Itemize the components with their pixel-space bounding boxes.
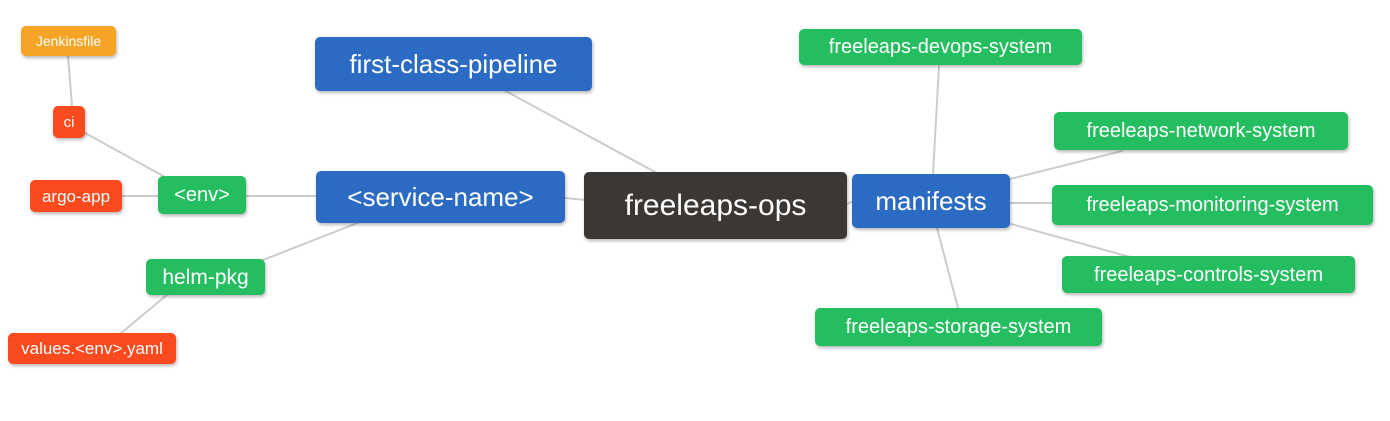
node-freeleaps-storage-system[interactable]: freeleaps-storage-system: [815, 308, 1102, 346]
edge-values-helm-pkg: [119, 293, 169, 335]
edge-manifests-network: [1009, 150, 1123, 180]
node-freeleaps-devops-system[interactable]: freeleaps-devops-system: [799, 29, 1082, 65]
node-freeleaps-monitoring-system[interactable]: freeleaps-monitoring-system: [1052, 185, 1373, 225]
edge-manifests-controls: [1010, 223, 1131, 258]
edge-jenkinsfile-ci: [67, 55, 73, 107]
node-argo-app[interactable]: argo-app: [30, 180, 122, 212]
node-values-env-yaml[interactable]: values.<env>.yaml: [8, 333, 176, 364]
node-freeleaps-ops[interactable]: freeleaps-ops: [584, 172, 847, 239]
node-jenkinsfile[interactable]: Jenkinsfile: [21, 26, 116, 56]
node-freeleaps-controls-system[interactable]: freeleaps-controls-system: [1062, 256, 1355, 293]
node-helm-pkg[interactable]: helm-pkg: [146, 259, 265, 295]
edge-manifests-storage: [936, 227, 959, 309]
node-freeleaps-network-system[interactable]: freeleaps-network-system: [1054, 112, 1348, 150]
edge-service-name-ops: [564, 197, 586, 201]
edge-ci-env: [84, 132, 166, 178]
node-ci[interactable]: ci: [53, 106, 85, 138]
edge-pipeline-ops: [501, 88, 656, 173]
node-first-class-pipeline[interactable]: first-class-pipeline: [315, 37, 592, 91]
edge-manifests-devops: [932, 65, 940, 175]
node-manifests[interactable]: manifests: [852, 174, 1010, 228]
edge-helm-pkg-service-name: [262, 221, 361, 261]
node-service-name[interactable]: <service-name>: [316, 171, 565, 223]
node-env[interactable]: <env>: [158, 176, 246, 214]
